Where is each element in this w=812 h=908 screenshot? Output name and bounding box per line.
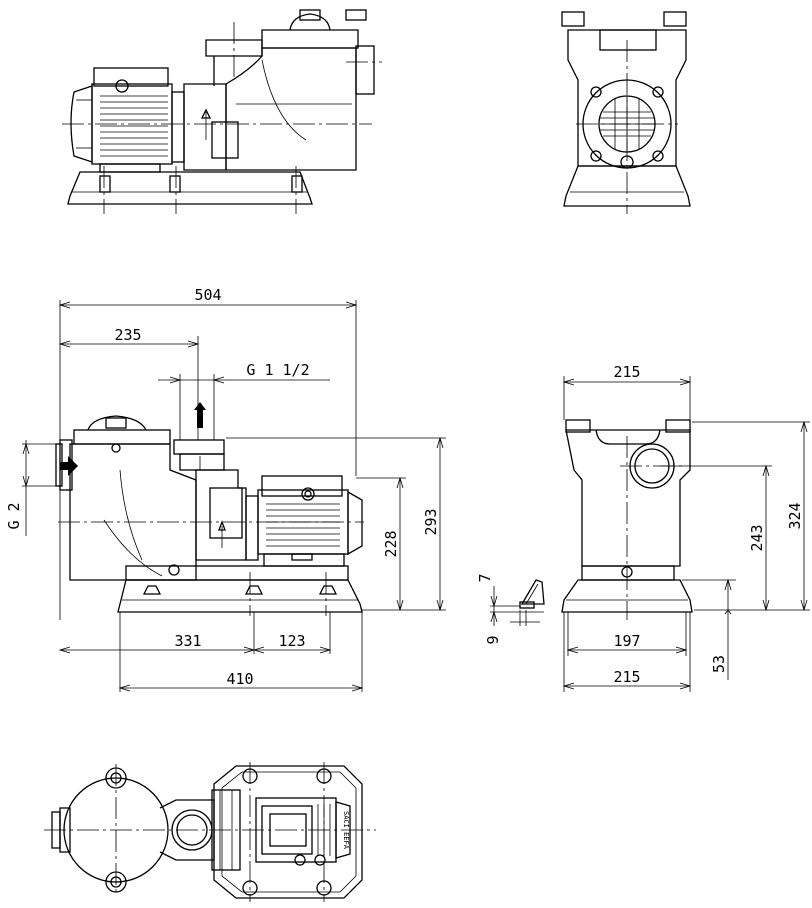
- front-view-dimensioned: [561, 419, 693, 620]
- side-view-top: [62, 9, 382, 214]
- foot-detail: [490, 579, 545, 626]
- dim-motor-axis-height: 228: [382, 530, 400, 557]
- dim-base-left: 331: [174, 632, 201, 650]
- dim-front-total-height: 324: [786, 502, 804, 529]
- dim-front-inlet-height: 243: [748, 524, 766, 551]
- dim-front-feet-span: 197: [613, 632, 640, 650]
- dim-outlet-height: 293: [422, 508, 440, 535]
- front-view-dimension-lines: [562, 376, 810, 692]
- side-view-dimensioned: [55, 402, 364, 616]
- top-view: SACI EEFA: [44, 762, 376, 902]
- dim-outlet-offset: 235: [114, 326, 141, 344]
- dim-width-overall: 504: [194, 286, 221, 304]
- dim-outlet-thread: G 1 1/2: [246, 361, 309, 379]
- side-view-dimension-lines: [22, 300, 446, 692]
- front-view-top: [561, 11, 691, 214]
- dim-base-right: 123: [278, 632, 305, 650]
- dim-front-base-height: 53: [710, 655, 728, 673]
- dim-front-width-bottom: 215: [613, 668, 640, 686]
- dim-inlet-thread: G 2: [5, 502, 23, 529]
- dim-base-length: 410: [226, 670, 253, 688]
- dim-front-width-top: 215: [613, 363, 640, 381]
- dim-foot-detail-width: 9: [484, 635, 502, 644]
- dim-foot-detail-top: 7: [476, 573, 494, 582]
